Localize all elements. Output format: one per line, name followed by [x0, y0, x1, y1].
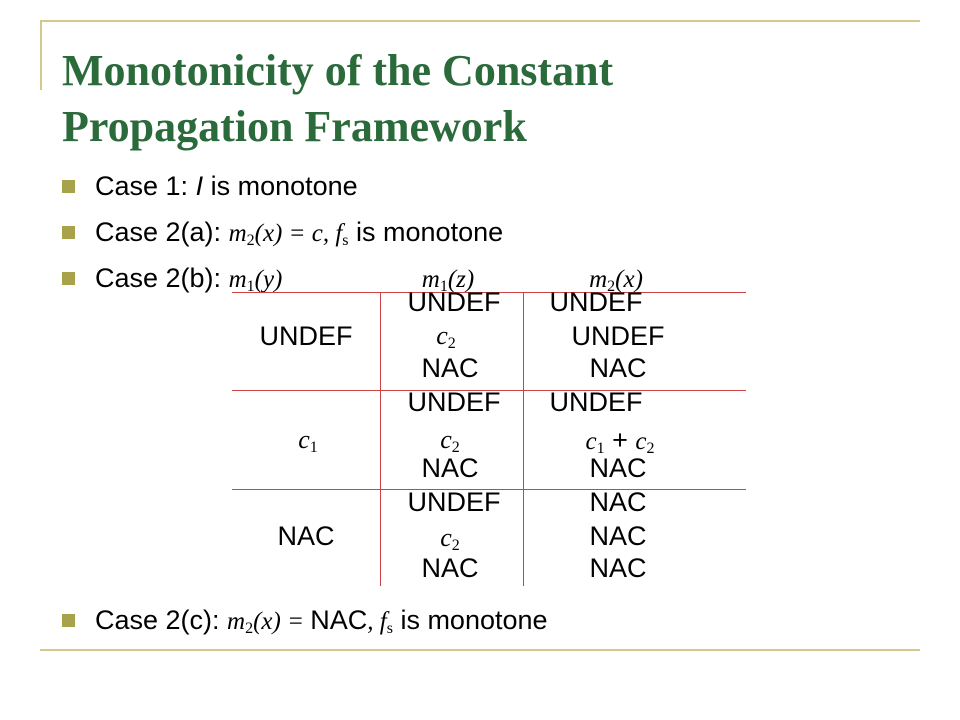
bullet-marker [62, 614, 75, 627]
const-c-sub: 1 [309, 439, 318, 456]
formula-f: , f [367, 608, 387, 635]
row-2-z-nac: NAC [421, 453, 479, 483]
formula-f-sub: s [386, 620, 393, 637]
table-grid-horizontal-line [232, 489, 746, 490]
sum-c1: c [585, 428, 597, 455]
bullet-case-2a: Case 2(a): m2(x) = c, fs is monotone [95, 216, 503, 257]
row-1-z-nac: NAC [421, 353, 479, 383]
formula-m-sub: 1 [246, 278, 255, 295]
row-1-x-val-1: UNDEF [549, 287, 643, 317]
slide-decoration-bottom-rule [40, 649, 920, 651]
formula-m: m [228, 220, 247, 247]
bullet-case-2b-prefix: Case 2(b): [95, 263, 229, 293]
header-arg: (x) [615, 266, 643, 293]
table-grid-horizontal-line [232, 292, 746, 293]
bullet-case-2c-formula: m2(x) = [227, 608, 311, 637]
sum-c2-sub: 2 [646, 440, 655, 457]
bullet-case-1-var: I [195, 171, 204, 201]
table-grid-horizontal-line [232, 390, 746, 391]
formula-x: (x) = [253, 608, 311, 635]
bullet-case-2a-prefix: Case 2(a): [95, 217, 229, 247]
bullet-case-2b-formula: m1(y) [228, 266, 283, 295]
header-m-sub: 2 [607, 278, 616, 295]
const-c: c [298, 425, 310, 454]
header-m: m [589, 266, 608, 293]
row-1-z-undef: UNDEF [407, 287, 501, 317]
header-m: m [421, 266, 440, 293]
slide-title: Monotonicity of the Constant Propagation… [62, 43, 613, 155]
sum-c2: c [635, 428, 647, 455]
row-1-y-value: UNDEF [259, 321, 353, 351]
bullet-marker [62, 272, 75, 285]
row-1-z-const: c2 [436, 320, 456, 360]
const-c-sub: 2 [447, 335, 456, 352]
row-2-x-val-3: NAC [589, 453, 647, 483]
row-2-x-val-1: UNDEF [549, 387, 643, 417]
formula-x: (x) = c, f [254, 220, 343, 247]
bullet-case-2c-suffix: is monotone [392, 605, 548, 635]
sum-c1-sub: 1 [596, 440, 605, 457]
formula-m: m [228, 266, 247, 293]
slide-decoration-top-rule [40, 20, 920, 22]
bullet-case-1-suffix: is monotone [203, 171, 358, 201]
const-c: c [440, 523, 452, 552]
row-3-z-undef: UNDEF [407, 487, 501, 517]
slide-title-line-1: Monotonicity of the Constant [62, 46, 614, 95]
bullet-case-2a-suffix: is monotone [348, 217, 504, 247]
formula-m-sub: 2 [245, 620, 254, 637]
formula-arg: (y) [254, 266, 283, 293]
bullet-case-2a-formula: m2(x) = c, fs [228, 220, 349, 249]
row-3-z-nac: NAC [421, 553, 479, 583]
formula-m-sub: 2 [246, 232, 255, 249]
row-1-x-val-2: UNDEF [571, 321, 665, 351]
bullet-case-2b: Case 2(b): m1(y) [95, 262, 282, 303]
row-3-y-value: NAC [277, 521, 335, 551]
table-grid-vertical-line [380, 292, 381, 586]
sum-operator: + [604, 425, 636, 455]
row-2-y-value: c1 [298, 424, 318, 464]
row-3-x-val-1: NAC [589, 487, 647, 517]
table-grid-vertical-line [523, 292, 524, 586]
formula-m: m [227, 608, 246, 635]
const-c-sub: 2 [451, 439, 460, 456]
const-c: c [440, 425, 452, 454]
bullet-marker [62, 180, 75, 193]
bullet-marker [62, 226, 75, 239]
row-2-z-undef: UNDEF [407, 387, 501, 417]
bullet-case-1-prefix: Case 1: [95, 171, 196, 201]
row-2-z-const: c2 [440, 424, 460, 464]
bullet-case-2c-nac: NAC [310, 605, 368, 635]
row-2-x-sum: c1 + c2 [586, 424, 655, 465]
header-arg: (z) [447, 266, 475, 293]
column-header-m2-x: m2(x) [589, 262, 643, 303]
bullet-case-2c-prefix: Case 2(c): [95, 605, 228, 635]
bullet-case-1: Case 1: I is monotone [95, 170, 358, 202]
formula-f-sub: s [342, 232, 349, 249]
column-header-m1-z: m1(z) [422, 262, 474, 303]
slide-decoration-vertical-rule [40, 20, 42, 90]
slide-title-line-2: Propagation Framework [62, 102, 527, 151]
row-3-x-val-2: NAC [589, 521, 647, 551]
const-c-sub: 2 [451, 537, 460, 554]
row-1-x-val-3: NAC [589, 353, 647, 383]
const-c: c [436, 321, 448, 350]
header-m-sub: 1 [439, 278, 448, 295]
row-3-x-val-3: NAC [589, 553, 647, 583]
row-3-z-const: c2 [440, 522, 460, 562]
bullet-case-2c: Case 2(c): m2(x) = NAC, fs is monotone [95, 604, 548, 645]
